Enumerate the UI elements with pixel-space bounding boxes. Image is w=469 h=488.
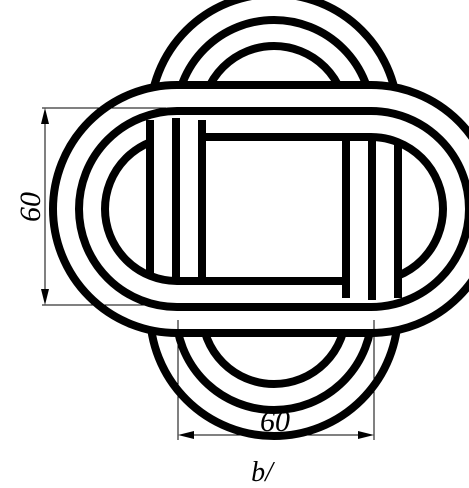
horizontal-loop — [49, 81, 469, 337]
vertical-dimension: 60 — [14, 107, 166, 306]
interlace-patches — [146, 118, 402, 300]
vertical-loop — [146, 0, 402, 440]
dimension-arrow-top — [41, 108, 49, 124]
dimension-arrow-right — [358, 431, 374, 439]
horizontal-dimension-label: 60 — [260, 405, 290, 438]
solomon-knot — [49, 0, 469, 440]
horizontal-dimension: 60 — [177, 320, 375, 440]
dimension-arrow-bottom — [41, 289, 49, 305]
dimension-arrow-left — [178, 431, 194, 439]
figure-caption: b/ — [251, 457, 275, 488]
crossing-lower-right — [342, 256, 402, 300]
vertical-dimension-label: 60 — [14, 192, 47, 222]
crossing-upper-left — [146, 118, 206, 162]
